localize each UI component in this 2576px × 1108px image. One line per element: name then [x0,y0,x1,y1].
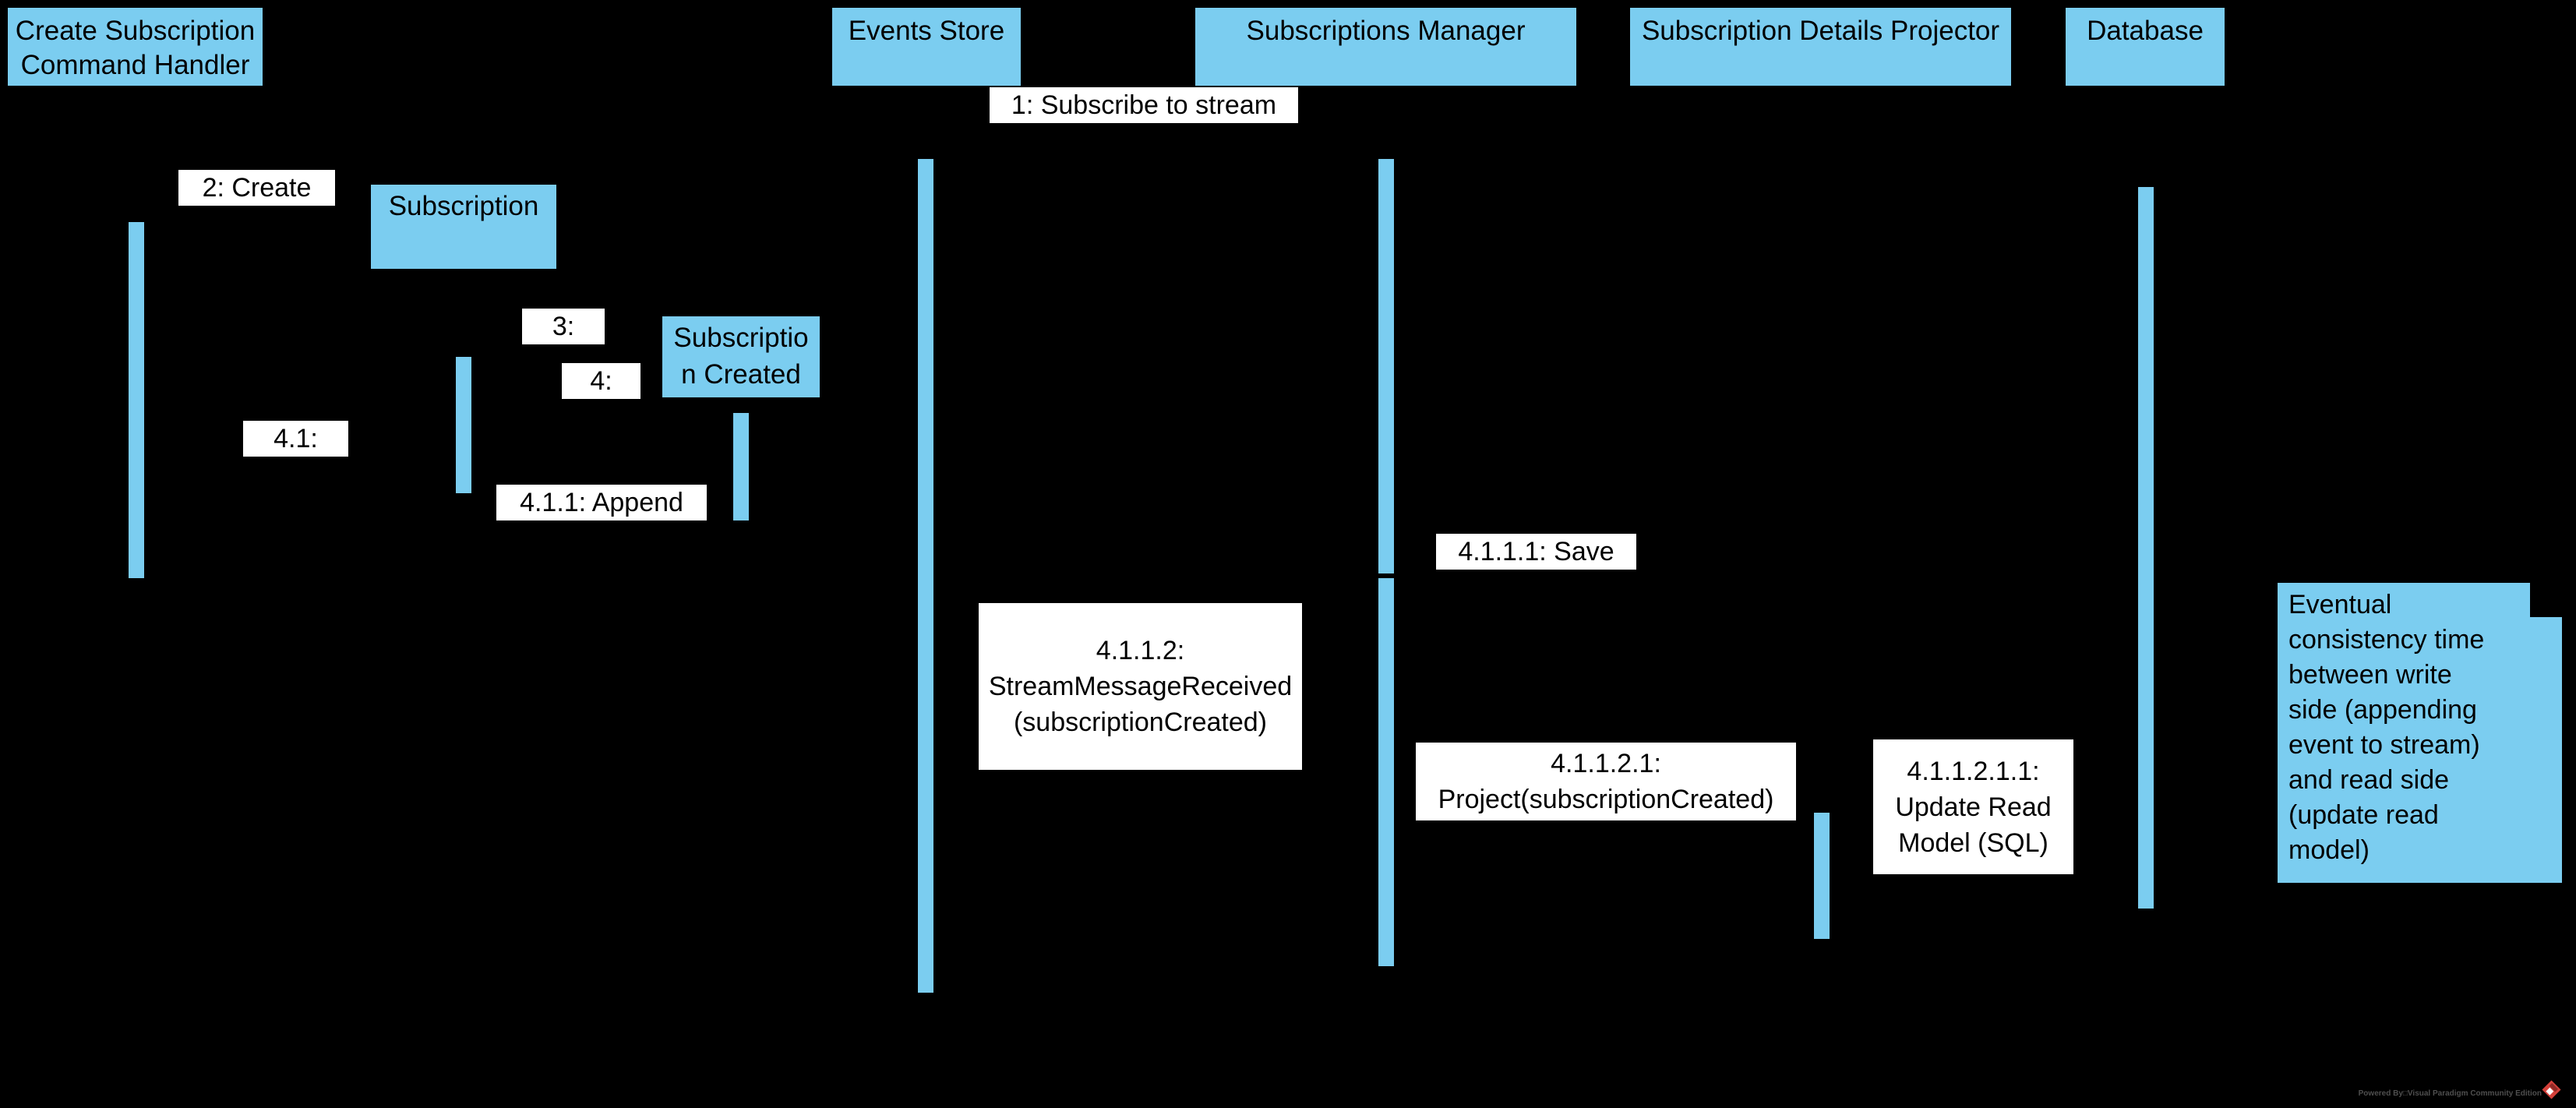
message-4-1-1-append[interactable]: 4.1.1: Append [496,485,707,520]
participant-database[interactable]: Database [2066,8,2225,86]
message-3[interactable]: 3: [522,309,605,344]
activation-bar-events-store[interactable] [918,159,933,993]
participant-create-subscription-command-handler[interactable]: Create Subscription Command Handler [8,8,263,86]
activation-bar-subscriptions-manager-2[interactable] [1378,578,1394,966]
message-4-1-1-2-1-1-update-read-model[interactable]: 4.1.1.2.1.1: Update Read Model (SQL) [1873,739,2073,874]
message-4[interactable]: 4: [562,363,640,399]
message-1-subscribe-to-stream[interactable]: 1: Subscribe to stream [990,87,1298,123]
message-4-1-1-2-1-project[interactable]: 4.1.1.2.1: Project(subscriptionCreated) [1416,743,1796,820]
activation-bar-subscription-created[interactable] [733,413,749,520]
powered-by-text[interactable]: Powered By□Visual Paradigm Community Edi… [2358,1089,2542,1098]
participant-subscription-details-projector[interactable]: Subscription Details Projector [1630,8,2011,86]
note-eventual-consistency[interactable]: Eventual consistency time between write … [2278,583,2562,883]
activation-bar-subscription[interactable] [456,357,471,493]
participant-subscriptions-manager[interactable]: Subscriptions Manager [1195,8,1576,86]
participant-events-store[interactable]: Events Store [832,8,1021,86]
object-subscription[interactable]: Subscription [371,185,556,269]
object-subscription-created[interactable]: Subscriptio n Created [662,316,820,397]
activation-bar-projector[interactable] [1814,813,1830,939]
message-2-create[interactable]: 2: Create [178,170,335,206]
message-4-1-1-2-stream-message-received[interactable]: 4.1.1.2: StreamMessageReceived (subscrip… [979,603,1302,770]
activation-bar-database[interactable] [2138,187,2154,909]
visual-paradigm-logo-icon[interactable] [2542,1080,2561,1099]
message-4-1[interactable]: 4.1: [243,421,348,457]
activation-bar-command-handler[interactable] [129,222,144,578]
message-4-1-1-1-save[interactable]: 4.1.1.1: Save [1436,534,1636,570]
activation-bar-subscriptions-manager-1[interactable] [1378,159,1394,573]
